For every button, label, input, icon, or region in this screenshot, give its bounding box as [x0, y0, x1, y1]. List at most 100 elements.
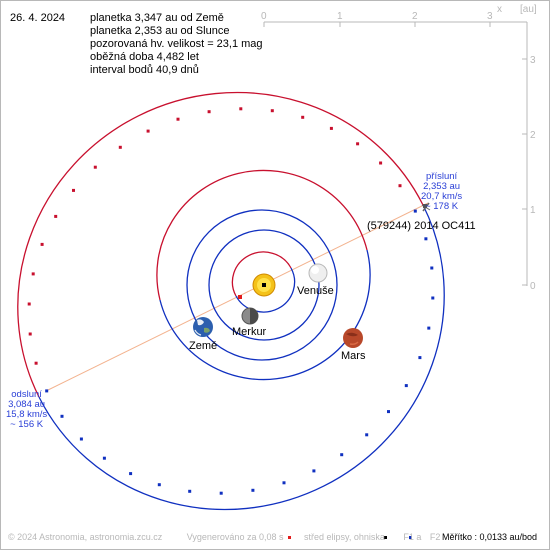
aphelion-note: odsluní 3,084 au 15,8 km/s ~ 156 K	[6, 390, 47, 430]
y-tick-label: 0	[530, 281, 536, 292]
orbit-dot	[79, 437, 83, 441]
venus-icon	[308, 263, 328, 283]
aphelion-distance: 3,084 au	[8, 399, 46, 410]
earth-icon	[193, 317, 213, 337]
orbit-dot	[157, 483, 161, 487]
legend-f1-marker	[384, 536, 387, 539]
info-magnitude: pozorovaná hv. velikost = 23,1 mag	[90, 38, 263, 50]
axis-unit-au: [au]	[520, 4, 537, 15]
orbit-dot	[72, 188, 75, 192]
legend-f2-marker	[409, 536, 412, 539]
venus-label: Venuše	[297, 285, 334, 297]
orbit-dot	[219, 491, 223, 495]
orbit-dot	[365, 433, 369, 437]
orbit-dot	[34, 361, 38, 365]
earth-orbit	[186, 209, 338, 361]
x-tick-label: 0	[261, 11, 267, 22]
orbit-dot	[60, 414, 64, 418]
perihelion-speed: 20,7 km/s	[421, 191, 463, 202]
mercury-label: Merkur	[232, 326, 267, 338]
perihelion-temperature: ~ 178 K	[425, 201, 459, 212]
axis-labels: 0 1 2 3 x [au] 3 2 1 0	[261, 4, 537, 292]
orbit-dot	[118, 145, 122, 149]
orbit-dot	[93, 165, 97, 169]
asteroid-orbit-north	[17, 91, 424, 398]
planet-labels: Venuše Země Merkur Mars	[189, 285, 366, 362]
asteroid-marker	[421, 202, 431, 212]
aphelion-temperature: ~ 156 K	[10, 419, 44, 430]
axis-group	[263, 21, 528, 286]
orbit-dot	[312, 469, 316, 473]
info-point-interval: interval bodů 40,9 dnů	[90, 64, 199, 76]
footer-legend-f1: F1 a	[403, 532, 422, 542]
perihelion-title: přísluní	[426, 171, 458, 182]
footer-legend-f2: F2	[429, 532, 441, 542]
orbit-dot	[45, 389, 49, 393]
legend-center-marker	[288, 536, 291, 539]
orbit-dot	[431, 296, 435, 300]
orbit-position-dots	[27, 107, 435, 495]
orbit-dot	[329, 126, 333, 130]
footer: © 2024 Astronomia, astronomia.zcu.cz Vyg…	[8, 532, 456, 542]
orbit-dot	[270, 109, 274, 113]
orbit-dot	[251, 488, 255, 492]
info-panel: planetka 3,347 au od Země planetka 2,353…	[90, 12, 263, 77]
orbit-dot	[418, 356, 422, 360]
orbit-dot	[340, 453, 344, 457]
sun-icon	[252, 273, 276, 297]
orbit-dot	[398, 184, 402, 188]
orbit-dot	[40, 242, 44, 246]
orbit-dot	[27, 302, 31, 306]
info-sun-distance: planetka 2,353 au od Slunce	[90, 25, 230, 37]
mars-icon	[343, 328, 363, 348]
orbit-dot	[379, 161, 383, 165]
venus-orbit	[208, 229, 320, 341]
info-period: oběžná doba 4,482 let	[90, 51, 199, 63]
orbit-dot	[356, 142, 360, 146]
ellipse-center-marker	[238, 295, 242, 299]
y-tick-label: 1	[530, 205, 536, 216]
footer-copyright: © 2024 Astronomia, astronomia.zcu.cz	[8, 532, 163, 542]
aphelion-speed: 15,8 km/s	[6, 409, 48, 420]
orbit-dot	[404, 384, 408, 388]
earth-label: Země	[189, 340, 217, 352]
orbit-dot	[207, 110, 211, 114]
orbit-dot	[424, 237, 428, 241]
mercury-orbit-north	[231, 251, 292, 297]
orbit-dot	[146, 129, 150, 133]
perihelion-distance: 2,353 au	[423, 181, 461, 192]
orbit-dot	[28, 332, 32, 336]
orbit-dot	[239, 107, 243, 111]
asteroid-orbit-south	[38, 204, 445, 511]
asteroid-label: (579244) 2014 OC411	[367, 220, 476, 232]
mars-label: Mars	[341, 350, 366, 362]
orbit-dot	[54, 214, 58, 218]
footer-legend-center: střed elipsy, ohniska	[303, 532, 385, 542]
mercury-icon	[241, 307, 259, 325]
orbit-dot	[282, 481, 286, 485]
x-tick-label: 1	[337, 11, 343, 22]
mars-orbit-south	[159, 249, 371, 381]
mercury-orbit-south	[235, 267, 296, 313]
x-tick-label: 2	[412, 11, 418, 22]
orbit-dot	[427, 326, 431, 330]
orbit-dot	[188, 489, 192, 493]
orbit-dot	[31, 272, 35, 276]
mars-orbit-north	[156, 169, 368, 301]
orbit-dot	[176, 117, 180, 121]
orbit-dot	[413, 209, 417, 213]
perihelion-note: přísluní 2,353 au 20,7 km/s ~ 178 K	[421, 172, 462, 212]
date-label: 26. 4. 2024	[10, 12, 66, 24]
y-tick-label: 2	[530, 130, 536, 141]
info-earth-distance: planetka 3,347 au od Země	[90, 12, 224, 24]
footer-generated: Vygenerováno za 0,08 s	[186, 532, 284, 542]
y-tick-label: 3	[530, 55, 536, 66]
scale-label: Měřítko : 0,0133 au/bod	[442, 532, 538, 542]
x-tick-label: 3	[487, 11, 493, 22]
orbit-dot	[301, 115, 305, 119]
aphelion-title: odsluní	[11, 389, 42, 400]
orbit-dot	[387, 410, 390, 414]
orbit-dot	[430, 266, 434, 270]
x-axis-unit: x	[497, 4, 502, 15]
